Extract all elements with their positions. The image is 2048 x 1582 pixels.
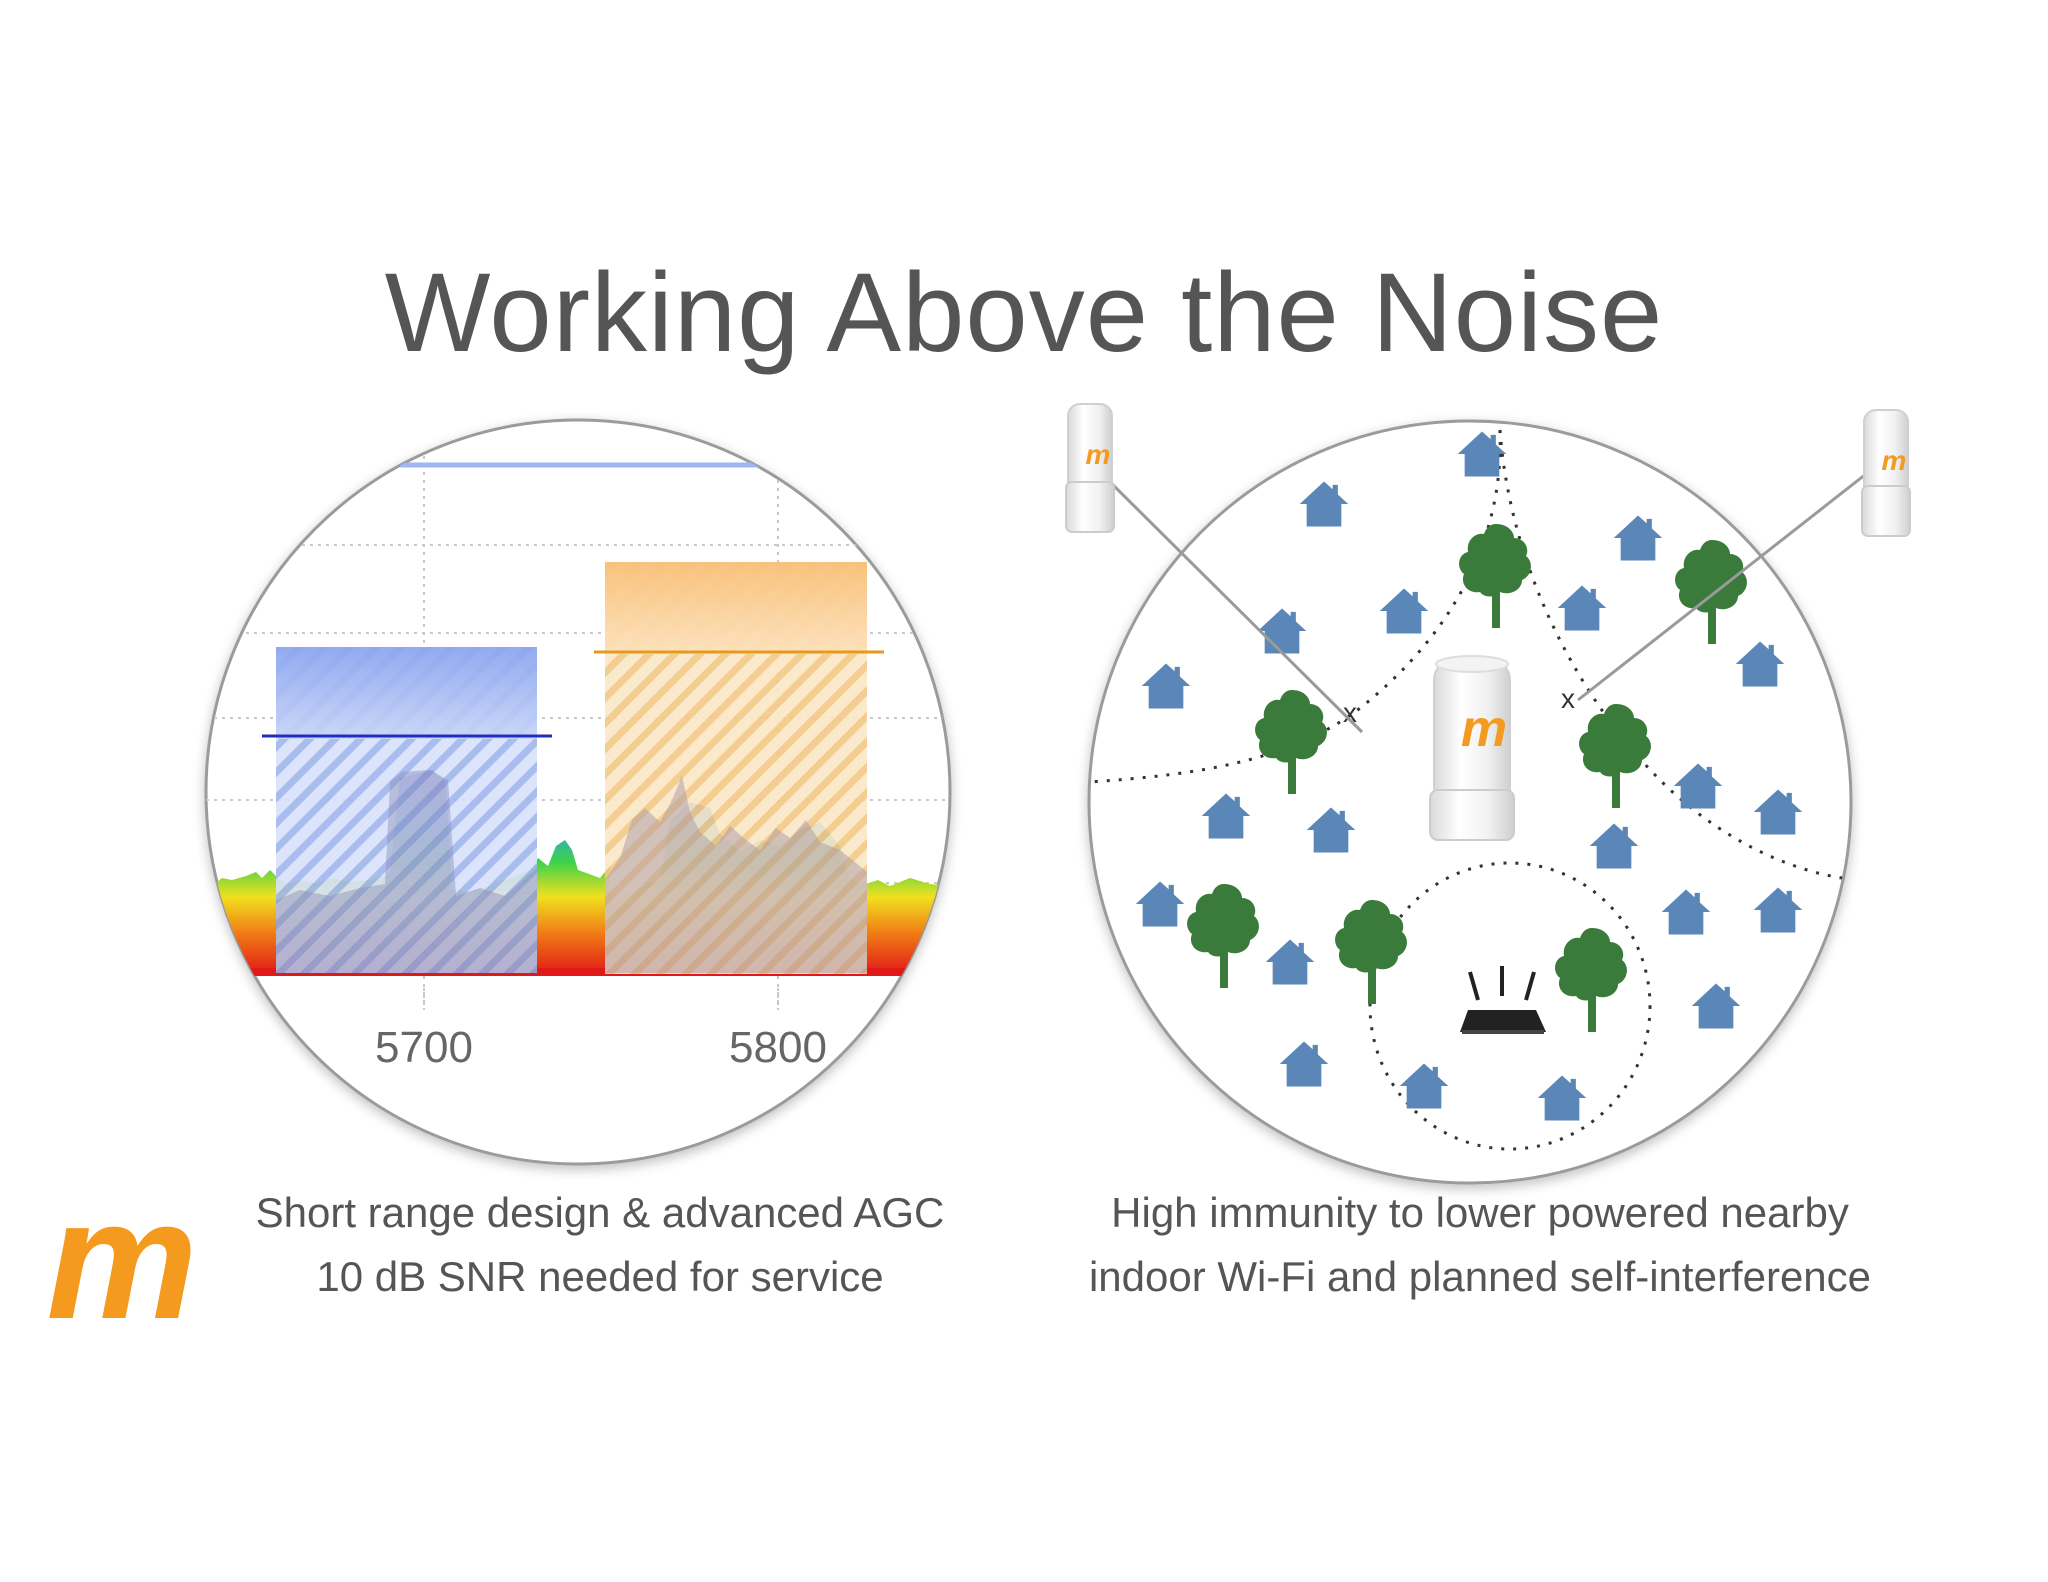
brand-logo: m (46, 1165, 197, 1355)
remote-radio-logo: m (1086, 439, 1111, 470)
right-caption-line-1: High immunity to lower powered nearby (1111, 1189, 1849, 1236)
radio-logo: m (1461, 700, 1507, 758)
wifi-interference-zone (1368, 861, 1652, 1151)
right-caption: High immunity to lower powered nearby in… (1020, 1181, 1940, 1309)
tick-label-5700: 5700 (375, 1023, 473, 1072)
blue-channel-signal (276, 770, 537, 973)
remote-radio-logo: m (1882, 445, 1907, 476)
page-title: Working Above the Noise (384, 250, 1664, 375)
central-radio-unit: m (1429, 655, 1515, 841)
remote-radio-right: m (1861, 409, 1911, 537)
blocked-link-mark: x (1561, 683, 1575, 714)
orange-channel-signal (605, 776, 867, 973)
remote-radio-left: m (1065, 403, 1115, 533)
tick-label-5800: 5800 (729, 1023, 827, 1072)
left-caption-line-2: 10 dB SNR needed for service (316, 1253, 884, 1300)
interference-link-left (1110, 482, 1364, 734)
right-caption-line-2: indoor Wi-Fi and planned self-interferen… (1088, 1253, 1872, 1300)
interference-link-right (1577, 472, 1867, 702)
left-caption: Short range design & advanced AGC 10 dB … (180, 1181, 1020, 1309)
left-caption-line-1: Short range design & advanced AGC (255, 1189, 945, 1236)
wifi-router-icon (1460, 966, 1546, 1034)
blocked-link-mark: x (1343, 697, 1357, 728)
